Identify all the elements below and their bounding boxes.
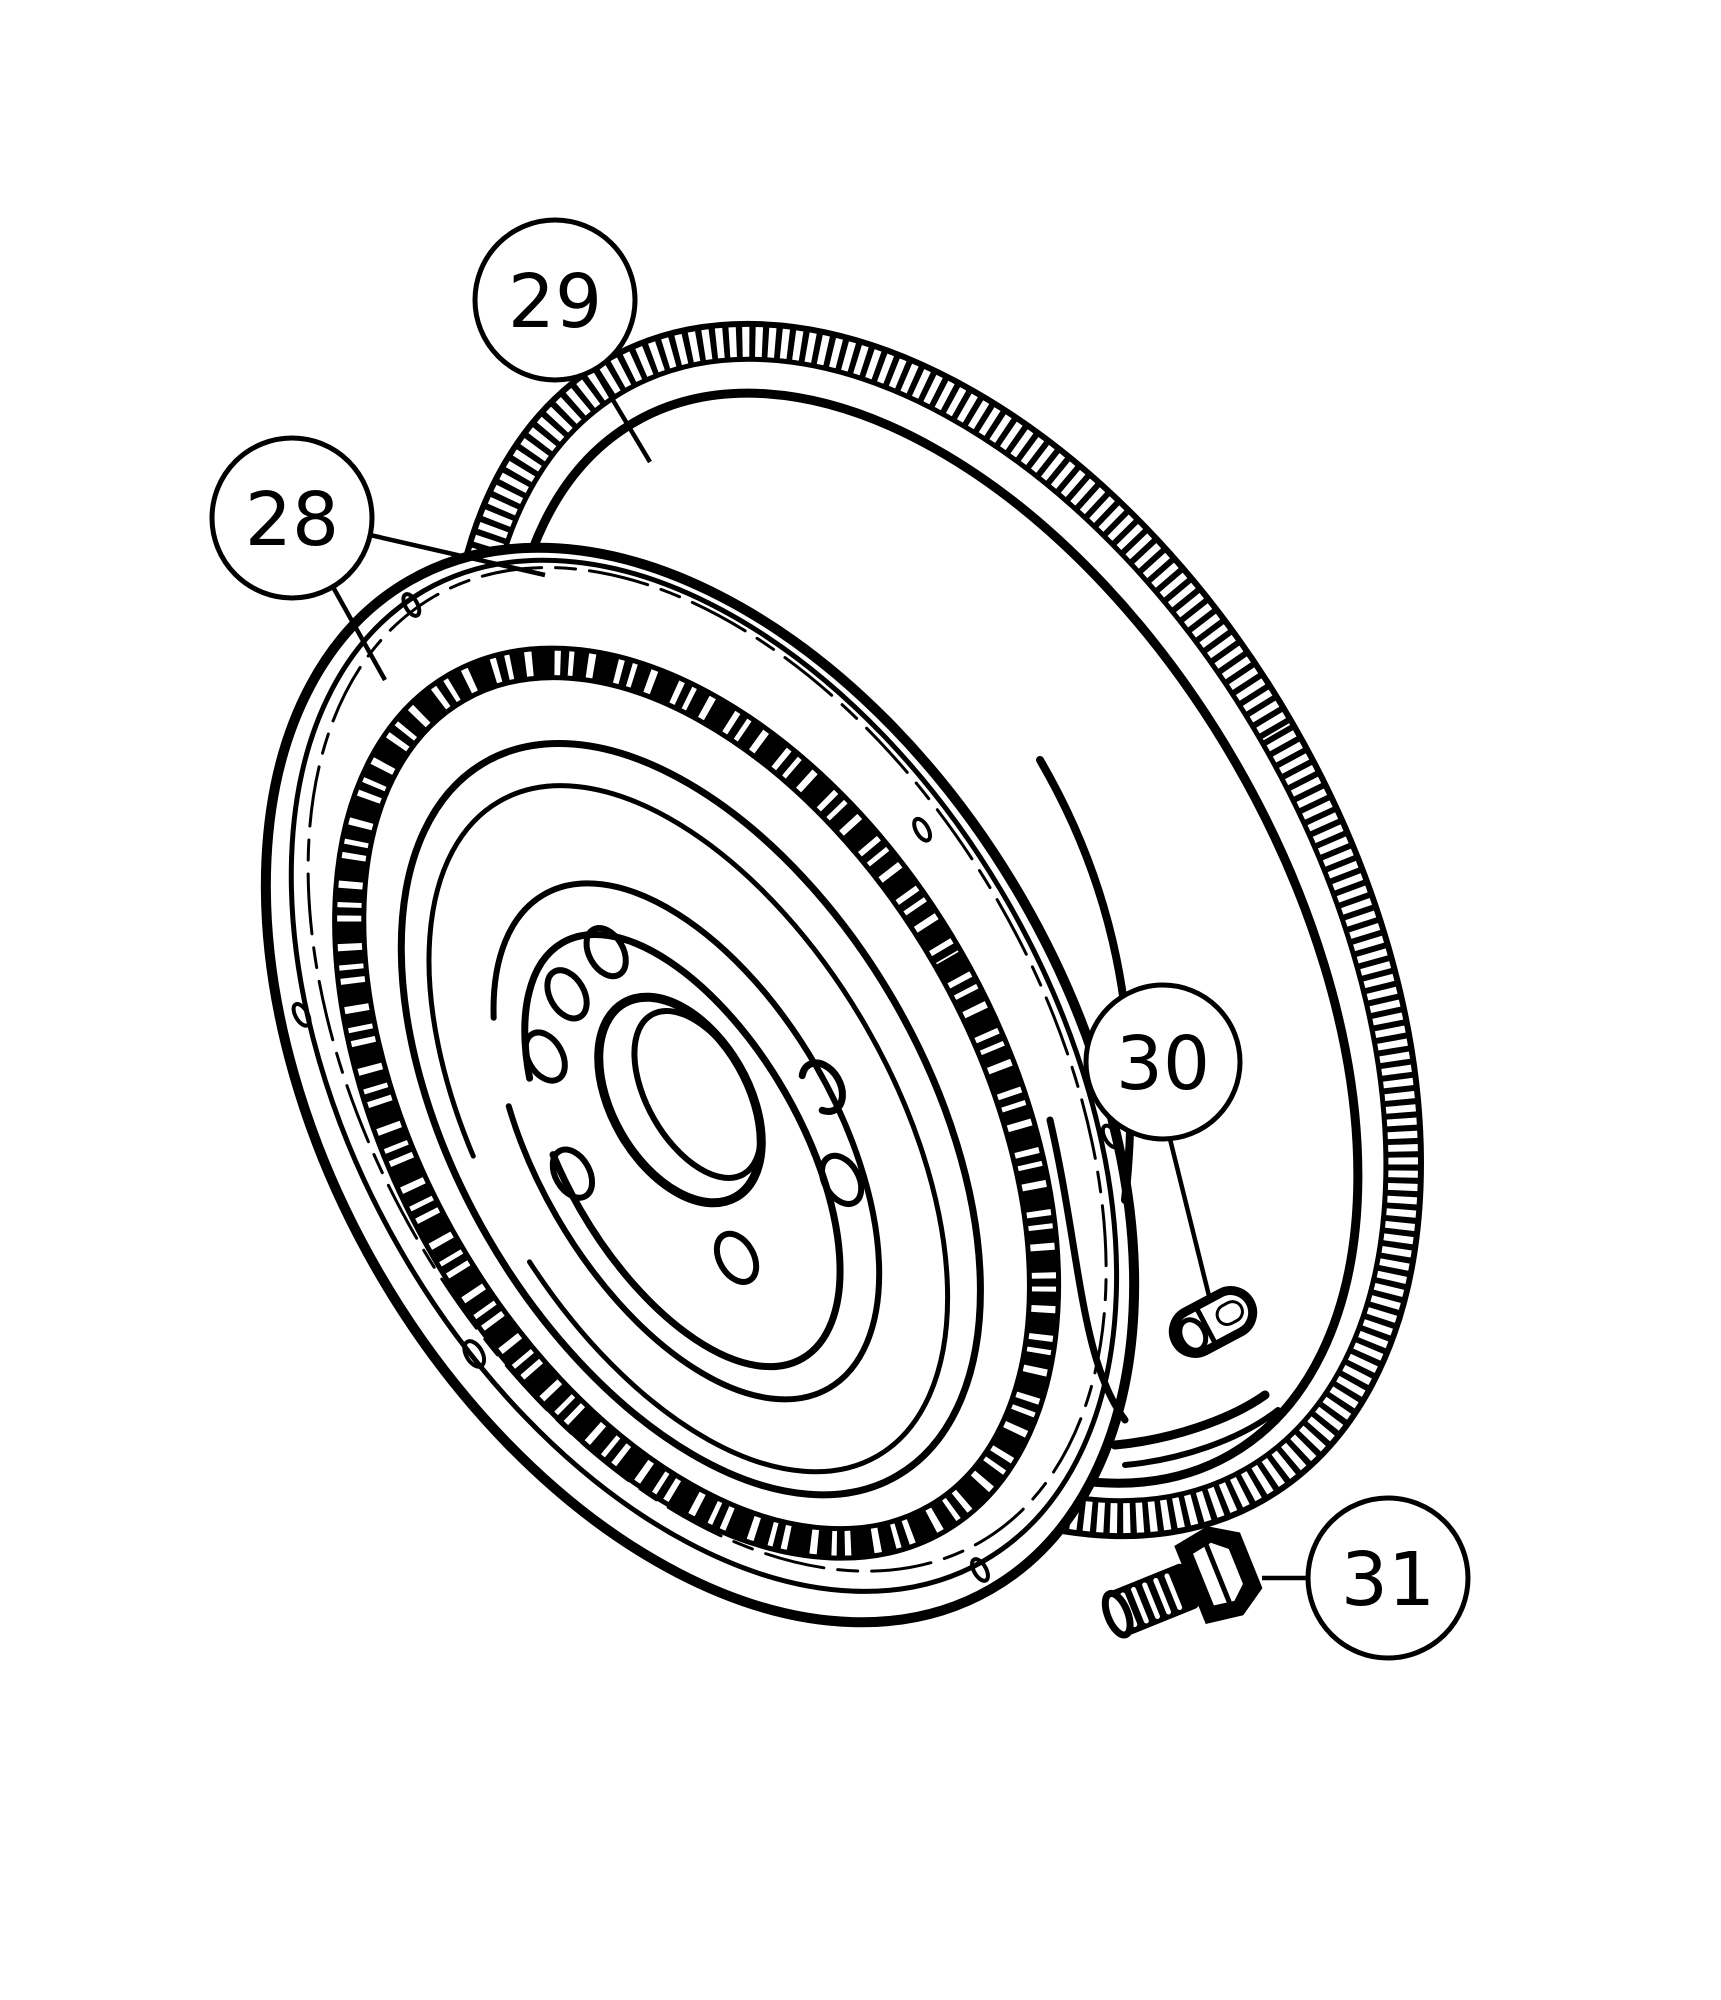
rim-hole [462, 1339, 487, 1369]
crank-bolt-hole [583, 925, 629, 980]
crank-bolt-hole [549, 1146, 596, 1201]
callout-29-label: 29 [508, 259, 602, 345]
callout-28-label: 28 [245, 477, 339, 563]
friction-face-outer [397, 739, 984, 1499]
callout-30-label: 30 [1116, 1021, 1210, 1107]
rim-hole [912, 816, 933, 843]
callout-28-circle [209, 435, 375, 601]
callout-30: 30 [1083, 982, 1243, 1142]
friction-face-inner [426, 783, 951, 1475]
hub-recess-inner [521, 931, 844, 1371]
callout-30-circle [1083, 982, 1243, 1142]
clutch-ring-outer-edge [332, 645, 1062, 1561]
leader-lines [331, 368, 1308, 1581]
flywheel-hub [522, 925, 865, 1285]
dowel-pin [1168, 1286, 1258, 1358]
crank-bolt-hole [544, 967, 590, 1022]
crank-bolt-hole [713, 1230, 760, 1285]
flywheel-bolt [1101, 1526, 1263, 1639]
rim-hole [970, 1557, 990, 1583]
flywheel-rim-chamfer [306, 566, 1108, 1573]
callout-31-circle [1305, 1495, 1471, 1661]
rim-hole [1100, 1123, 1121, 1150]
callout-29-circle [472, 217, 638, 383]
rim-hole [401, 592, 422, 618]
leader-29 [593, 368, 652, 464]
callout-29: 29 [472, 217, 638, 383]
ring-gear-teeth [447, 322, 1423, 1538]
leader-30 [1167, 1138, 1213, 1301]
clutch-ring-inner-edge [361, 675, 1032, 1532]
rim-hole [291, 1002, 312, 1028]
callout-28: 28 [209, 435, 375, 601]
leader-28-flywheel [331, 585, 387, 682]
crank-bolt-hole [522, 1029, 568, 1084]
crank-bolt-hole [818, 1152, 865, 1207]
leader-28-ring [369, 532, 546, 578]
callout-31-label: 31 [1341, 1537, 1435, 1623]
crank-bolt-hole [798, 1059, 846, 1115]
callout-31: 31 [1305, 1495, 1471, 1661]
